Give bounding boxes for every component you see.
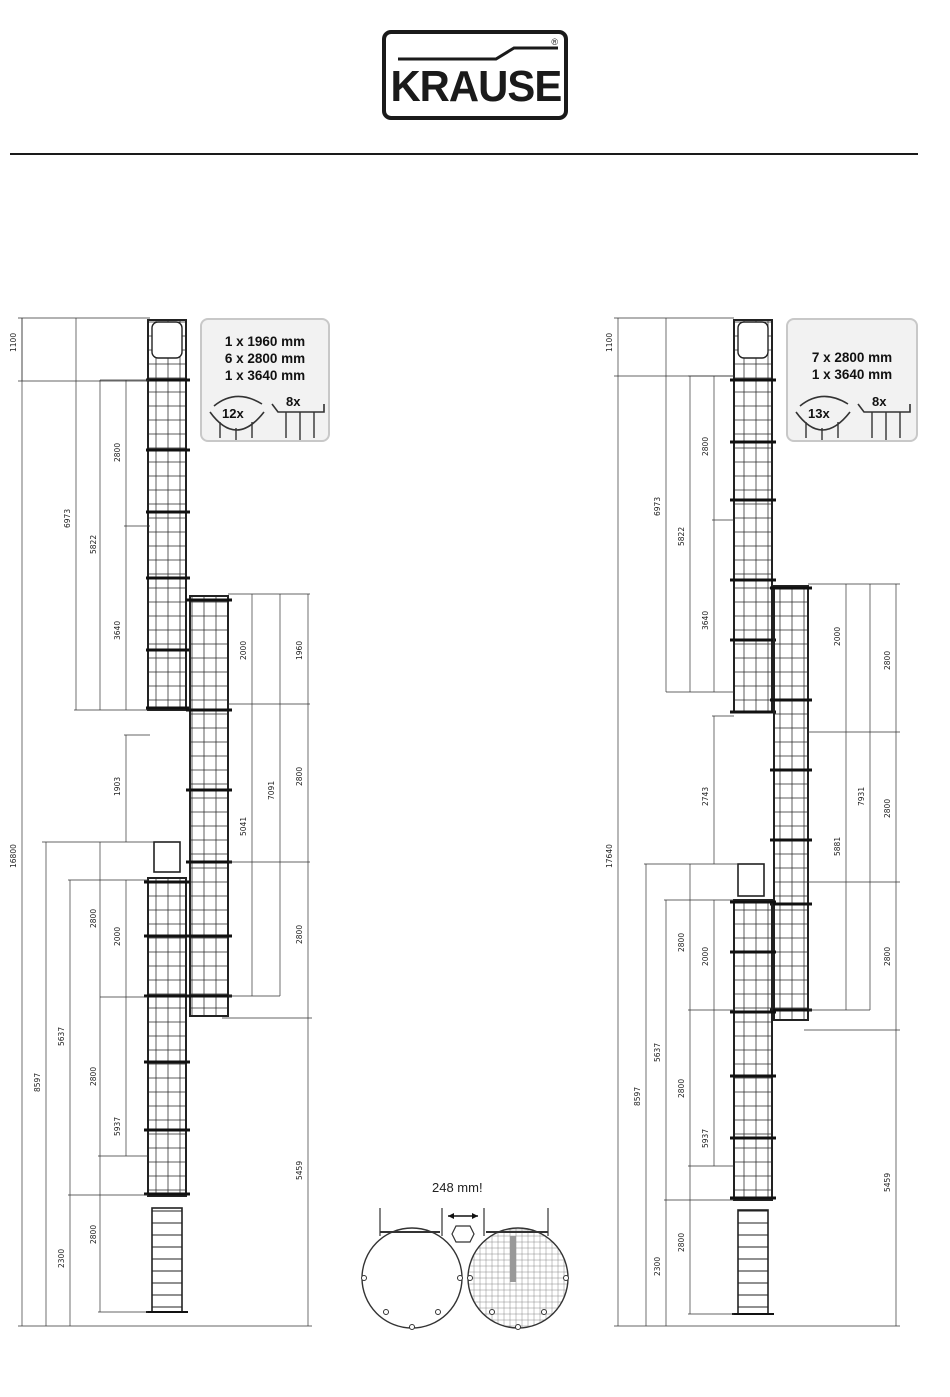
left-dim-o: 2800 (89, 1067, 98, 1086)
right-dim-o: 2800 (677, 1079, 686, 1098)
left-kit-line-2: 6 x 2800 mm (224, 351, 306, 366)
right-kit-box: 7 x 2800 mm 1 x 3640 mm 13x 8x (786, 318, 918, 442)
left-dim-a: 6973 (63, 509, 72, 528)
right-cage-count: 13x (808, 406, 830, 421)
left-dim-h: 5041 (239, 817, 248, 836)
right-kit-line-1: 7 x 2800 mm (811, 350, 893, 365)
right-dim-e: 2000 (833, 627, 842, 646)
left-dimension-labels: 1100 16800 6973 2800 5822 3640 2000 1960… (9, 333, 304, 1268)
left-cage-bracket-icon (209, 395, 325, 440)
left-dim-e: 2000 (239, 641, 248, 660)
left-dim-q: 5459 (295, 1161, 304, 1180)
right-kit-line-2: 1 x 3640 mm (811, 367, 893, 382)
left-ladder-structure (144, 319, 232, 1313)
left-dim-i: 2800 (295, 767, 304, 786)
left-dim-l: 2000 (113, 927, 122, 946)
right-dimension-lines (614, 317, 900, 1327)
left-dim-t: 2800 (295, 925, 304, 944)
right-dim-t: 2800 (883, 947, 892, 966)
right-dim-top: 1100 (605, 333, 614, 352)
plan-detail (361, 1208, 569, 1330)
right-dim-total: 17640 (605, 844, 614, 868)
left-dim-p: 5937 (113, 1117, 122, 1136)
header-divider (10, 153, 918, 155)
left-kit-line-1: 1 x 1960 mm (224, 334, 306, 349)
left-cage-count: 12x (222, 406, 244, 421)
left-dim-k: 2800 (89, 909, 98, 928)
left-dimension-lines (18, 317, 312, 1327)
right-dim-p: 5937 (701, 1129, 710, 1148)
left-bracket-count: 8x (286, 394, 301, 409)
left-dim-r: 2800 (89, 1225, 98, 1244)
right-cage-bracket-icon (795, 395, 911, 440)
left-dim-f: 1960 (295, 641, 304, 660)
right-dim-n: 5637 (653, 1043, 662, 1062)
right-dim-h: 5881 (833, 837, 842, 856)
right-dim-b: 2800 (701, 437, 710, 456)
right-dim-l: 2000 (701, 947, 710, 966)
left-dim-n: 5637 (57, 1027, 66, 1046)
right-dim-f: 2800 (883, 651, 892, 670)
left-kit-box: 1 x 1960 mm 6 x 2800 mm 1 x 3640 mm 12x … (200, 318, 330, 442)
right-ladder-structure (730, 319, 812, 1315)
left-dim-g: 7091 (267, 781, 276, 800)
logo-wordmark: KRAUSE (390, 62, 562, 111)
right-dim-q: 5459 (883, 1173, 892, 1192)
left-kit-line-3: 1 x 3640 mm (224, 368, 306, 383)
right-dim-s: 2300 (653, 1257, 662, 1276)
right-dim-k: 2800 (677, 933, 686, 952)
right-dim-m: 8597 (633, 1087, 642, 1106)
right-dim-i: 2800 (883, 799, 892, 818)
brand-logo: ® KRAUSE (382, 30, 568, 120)
gap-dimension-label: 248 mm! (432, 1180, 483, 1195)
right-dim-g: 7931 (857, 787, 866, 806)
right-dim-d: 3640 (701, 611, 710, 630)
right-bracket-count: 8x (872, 394, 887, 409)
logo-swoosh-icon (398, 46, 558, 61)
left-dim-top: 1100 (9, 333, 18, 352)
left-dim-j: 1903 (113, 777, 122, 796)
left-dim-s: 2300 (57, 1249, 66, 1268)
left-dim-m: 8597 (33, 1073, 42, 1092)
left-dim-total: 16800 (9, 844, 18, 868)
right-dim-a: 6973 (653, 497, 662, 516)
right-dimension-labels: 1100 17640 6973 2800 5822 3640 2000 2800… (605, 333, 892, 1276)
right-dim-j: 2743 (701, 787, 710, 806)
right-dim-r: 2800 (677, 1233, 686, 1252)
left-dim-c: 5822 (89, 535, 98, 554)
left-dim-d: 3640 (113, 621, 122, 640)
left-dim-b: 2800 (113, 443, 122, 462)
logo-registered-mark: ® (551, 37, 558, 47)
right-dim-c: 5822 (677, 527, 686, 546)
